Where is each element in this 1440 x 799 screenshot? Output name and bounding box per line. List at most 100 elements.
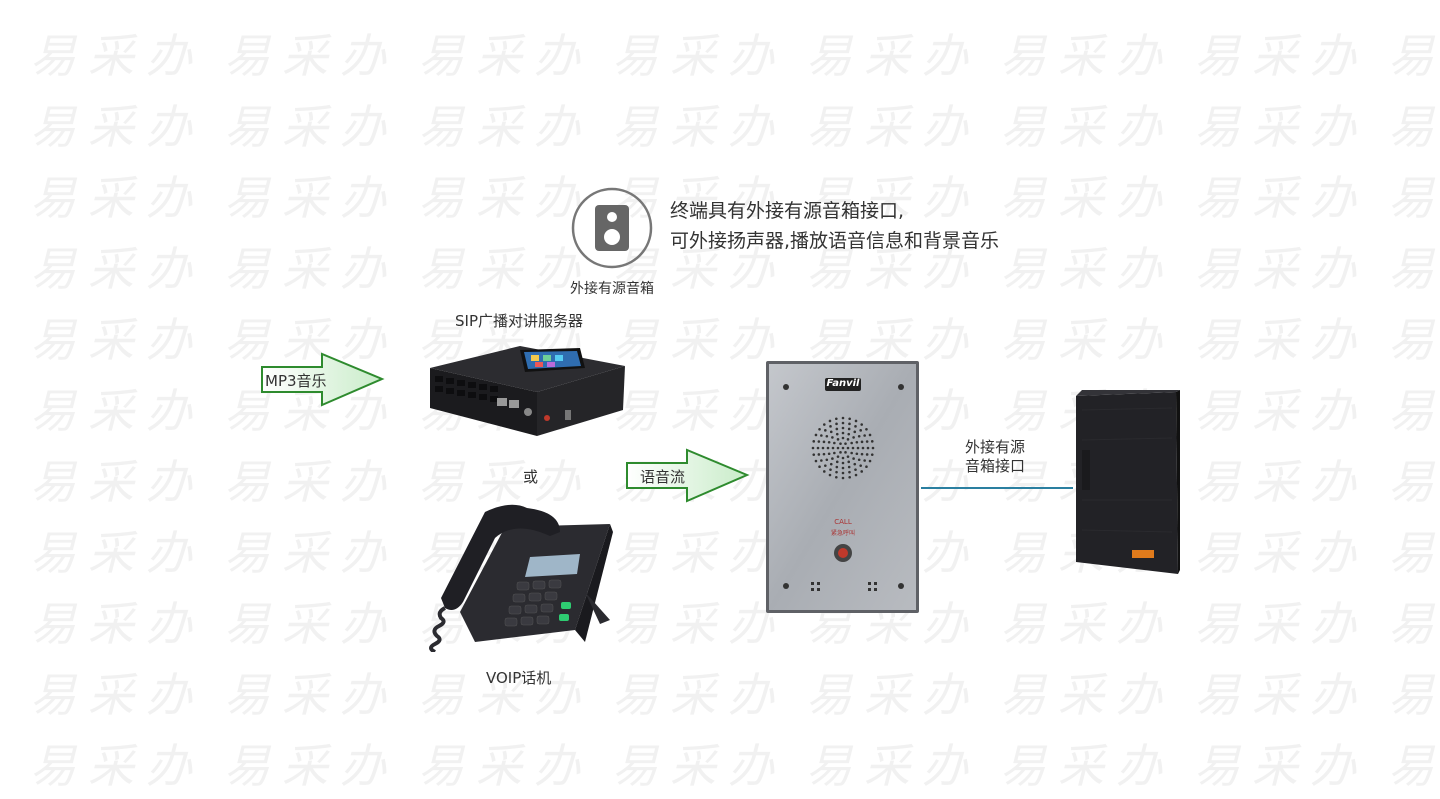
terminal-call-text-cn: 紧急呼叫 (830, 530, 855, 537)
watermark-glyph: 采 (476, 455, 526, 509)
watermark-glyph: 采 (670, 384, 720, 438)
watermark-glyph: 采 (1058, 242, 1108, 296)
watermark-glyph: 办 (146, 526, 193, 580)
watermark-glyph: 采 (282, 171, 332, 225)
watermark-glyph: 办 (728, 668, 775, 722)
watermark-glyph: 采 (1058, 29, 1108, 83)
watermark-glyph: 办 (922, 455, 969, 509)
watermark-glyph: 易 (1194, 668, 1242, 722)
feature-description-line1: 终端具有外接有源音箱接口, (670, 200, 905, 222)
watermark-glyph: 易 (1000, 29, 1048, 83)
watermark-glyph: 采 (670, 526, 720, 580)
watermark-glyph: 采 (476, 171, 526, 225)
sip-server-image (430, 346, 625, 436)
watermark-glyph: 易 (1000, 171, 1048, 225)
watermark-glyph: 采 (88, 100, 138, 154)
watermark-glyph: 易 (418, 171, 466, 225)
watermark-glyph: 易 (612, 739, 660, 793)
watermark-glyph: 易 (1388, 597, 1436, 651)
watermark-glyph: 采 (88, 739, 138, 793)
watermark-glyph: 采 (1058, 100, 1108, 154)
watermark-glyph: 易 (30, 668, 78, 722)
watermark-glyph: 易 (418, 29, 466, 83)
watermark-glyph: 办 (922, 313, 969, 367)
watermark-glyph: 易 (1194, 597, 1242, 651)
watermark-glyph: 采 (1252, 100, 1302, 154)
watermark-glyph: 办 (1310, 242, 1357, 296)
watermark-glyph: 办 (340, 739, 387, 793)
watermark-glyph: 办 (340, 242, 387, 296)
watermark-glyph: 采 (88, 29, 138, 83)
watermark-glyph: 采 (88, 455, 138, 509)
watermark-glyph: 易 (30, 100, 78, 154)
watermark-glyph: 采 (670, 597, 720, 651)
watermark-glyph: 办 (146, 29, 193, 83)
watermark-glyph: 易 (1194, 313, 1242, 367)
watermark-glyph: 办 (534, 29, 581, 83)
watermark-glyph: 办 (1116, 171, 1163, 225)
watermark-glyph: 办 (1310, 29, 1357, 83)
watermark-glyph: 办 (340, 455, 387, 509)
watermark-glyph: 办 (922, 597, 969, 651)
speaker-feature-caption: 外接有源音箱 (570, 281, 654, 297)
watermark-glyph: 易 (1388, 100, 1436, 154)
speaker-connector-line (921, 487, 1073, 489)
watermark-glyph: 易 (1194, 384, 1242, 438)
watermark-glyph: 采 (1058, 668, 1108, 722)
watermark-glyph: 易 (1000, 526, 1048, 580)
watermark-glyph: 易 (612, 100, 660, 154)
watermark-glyph: 办 (728, 100, 775, 154)
watermark-glyph: 易 (1388, 242, 1436, 296)
watermark-glyph: 办 (146, 242, 193, 296)
watermark-glyph: 易 (224, 597, 272, 651)
watermark-glyph: 易 (612, 597, 660, 651)
watermark-glyph: 办 (728, 739, 775, 793)
watermark-glyph: 采 (282, 100, 332, 154)
watermark-glyph: 采 (476, 242, 526, 296)
terminal-call-text: CALL (834, 518, 852, 526)
watermark-glyph: 办 (146, 455, 193, 509)
watermark-glyph: 采 (1252, 242, 1302, 296)
voip-phone-image (429, 504, 613, 652)
watermark-glyph: 采 (282, 455, 332, 509)
watermark-glyph: 办 (1116, 313, 1163, 367)
watermark-glyph: 易 (224, 171, 272, 225)
stream-arrow-label: 语音流 (640, 468, 686, 486)
watermark-glyph: 采 (864, 29, 914, 83)
watermark-glyph: 易 (1194, 526, 1242, 580)
watermark-glyph: 易 (1194, 455, 1242, 509)
watermark-glyph: 采 (670, 29, 720, 83)
watermark-glyph: 易 (1388, 668, 1436, 722)
watermark-glyph: 易 (1194, 29, 1242, 83)
watermark-glyph: 办 (146, 313, 193, 367)
watermark-glyph: 办 (340, 100, 387, 154)
watermark-glyph: 办 (1310, 739, 1357, 793)
mp3-arrow-label: MP3音乐 (265, 372, 327, 390)
watermark-glyph: 易 (1388, 526, 1436, 580)
watermark-glyph: 办 (922, 668, 969, 722)
watermark-glyph: 易 (30, 739, 78, 793)
watermark-glyph: 办 (1310, 384, 1357, 438)
watermark-glyph: 采 (1058, 171, 1108, 225)
watermark-glyph: 采 (88, 597, 138, 651)
watermark-glyph: 易 (30, 455, 78, 509)
watermark-glyph: 易 (30, 597, 78, 651)
active-speaker-image (1076, 390, 1180, 574)
watermark-glyph: 采 (282, 242, 332, 296)
watermark-glyph: 采 (88, 242, 138, 296)
watermark-glyph: 采 (88, 384, 138, 438)
watermark-glyph: 采 (476, 29, 526, 83)
watermark-glyph: 易 (806, 739, 854, 793)
watermark-glyph: 办 (1310, 597, 1357, 651)
watermark-glyph: 办 (340, 597, 387, 651)
watermark-glyph: 办 (1116, 739, 1163, 793)
watermark-glyph: 采 (1252, 384, 1302, 438)
watermark-glyph: 办 (1310, 100, 1357, 154)
watermark-glyph: 易 (224, 526, 272, 580)
watermark-glyph: 办 (146, 597, 193, 651)
connector-label: 外接有源 音箱接口 (965, 438, 1025, 476)
watermark-glyph: 易 (1000, 384, 1048, 438)
watermark-glyph: 易 (1194, 100, 1242, 154)
watermark-glyph: 易 (1388, 171, 1436, 225)
watermark-glyph: 采 (476, 100, 526, 154)
